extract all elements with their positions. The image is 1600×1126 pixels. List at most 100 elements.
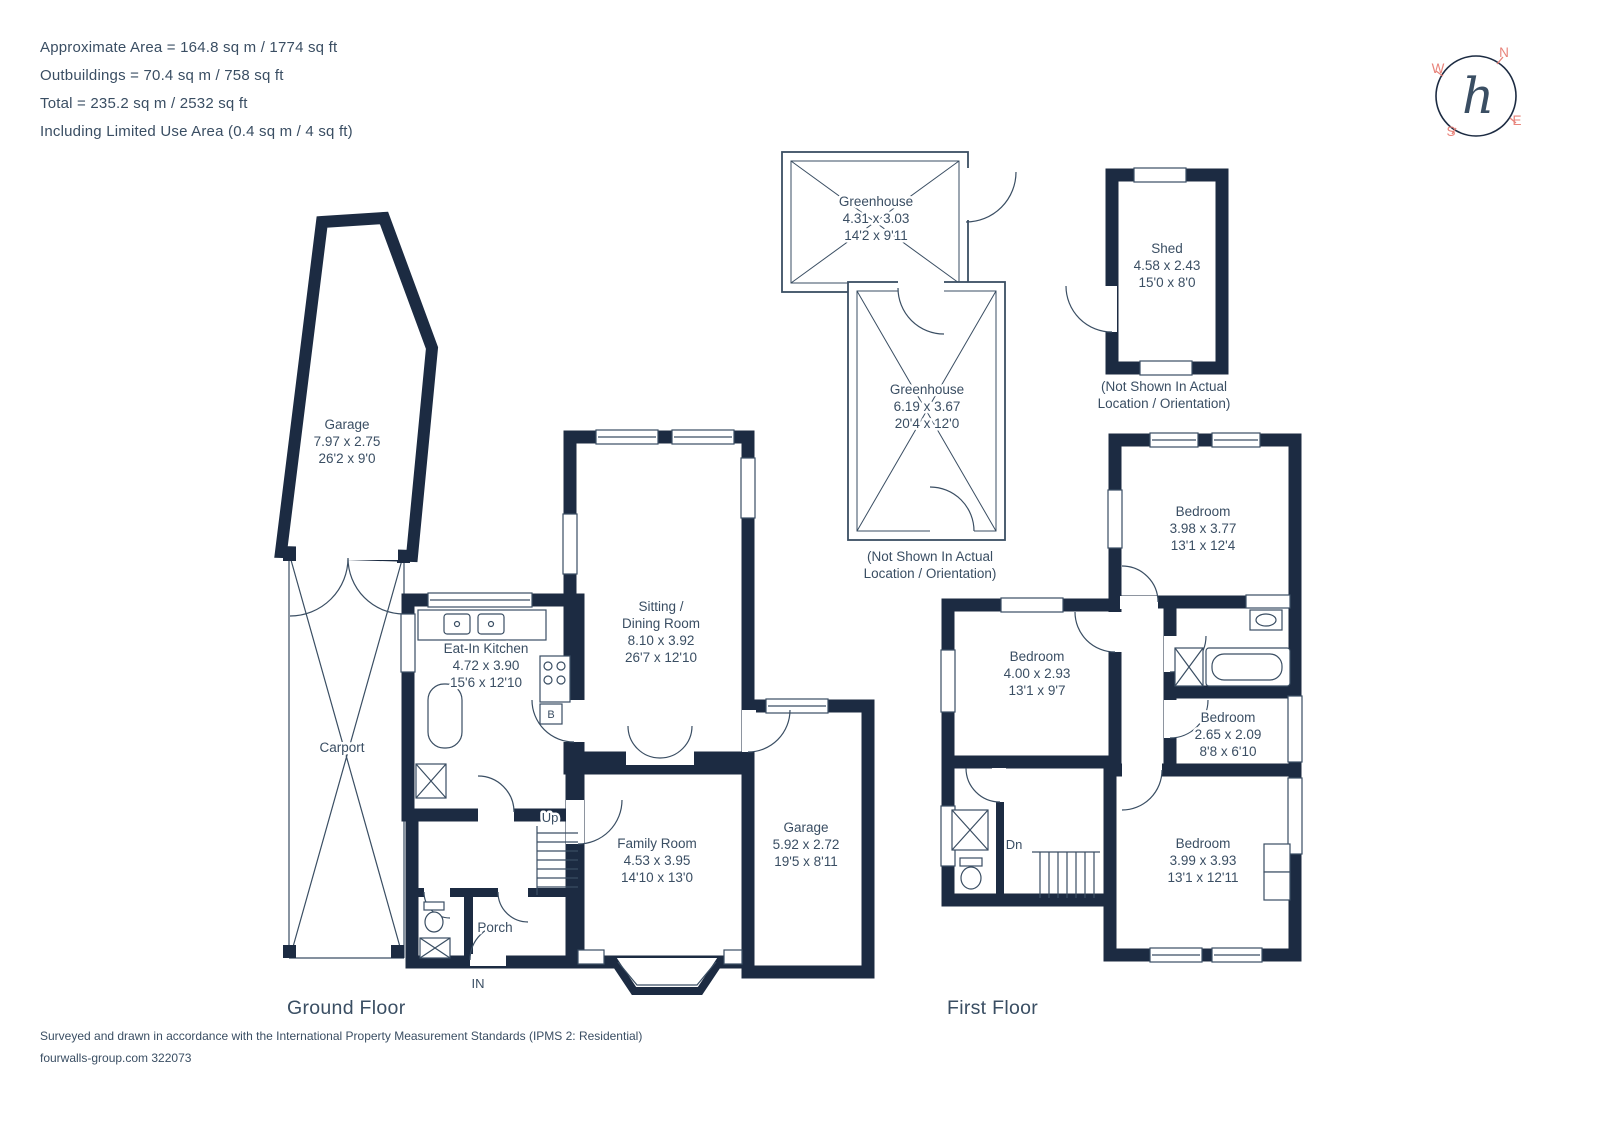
greenhouse-roof-lines: [790, 160, 960, 284]
room-name: Bedroom: [1201, 710, 1256, 725]
room-dim-imperial: 13'1 x 9'7: [1009, 683, 1066, 698]
shed-structure: [1065, 167, 1229, 376]
door-arc: [965, 767, 1001, 803]
door-opening: [898, 276, 944, 293]
window: [562, 513, 578, 575]
room-dim-imperial: 14'10 x 13'0: [621, 870, 693, 885]
burner-icon: [556, 675, 566, 685]
ground-floor-wc-and-stairs: [419, 826, 578, 959]
door-opening: [742, 710, 756, 752]
compass-circle-icon: [1435, 55, 1517, 137]
ground-floor-partitions: [412, 888, 578, 962]
shower-cross: [1174, 647, 1204, 687]
room-name: Bedroom: [1010, 649, 1065, 664]
room-name: Bedroom: [1176, 836, 1231, 851]
outbuildings-plan: Greenhouse 4.31 x 3.03 14'2 x 9'11 Green…: [781, 151, 1230, 582]
room-name: Carport: [319, 740, 364, 755]
toilet-cistern: [959, 857, 983, 867]
room-dim-imperial: 13'1 x 12'4: [1171, 538, 1236, 553]
room-name: Bedroom: [1176, 504, 1231, 519]
compass-east-label: E: [1512, 113, 1521, 128]
entrance-door-arc: [469, 923, 507, 961]
door-opening: [960, 168, 972, 220]
room-dim-metric: 3.98 x 3.77: [1170, 521, 1237, 536]
door-arc: [497, 891, 529, 923]
door-opening: [424, 886, 450, 899]
floor-captions: Ground Floor First Floor: [287, 997, 1038, 1019]
total-area-text: Total = 235.2 sq m / 2532 sq ft: [40, 95, 248, 112]
first-floor-fixtures: [951, 609, 1291, 901]
burner-icon: [543, 661, 553, 671]
door-opening: [566, 800, 584, 844]
sitting-room-walls: [563, 430, 755, 775]
burner-icon: [556, 661, 566, 671]
bathtub-inner: [1211, 653, 1283, 681]
not-shown-note: Location / Orientation): [864, 566, 997, 581]
hall-partition: [412, 888, 578, 897]
toilet: [960, 866, 982, 890]
toilet-cistern: [423, 901, 445, 911]
door-arc: [1074, 611, 1116, 653]
kitchen-fixtures: B: [415, 609, 571, 799]
window: [577, 949, 605, 965]
sink: [477, 613, 505, 635]
shower-cross: [419, 937, 451, 959]
window: [1287, 695, 1303, 763]
wc-partition: [464, 897, 473, 962]
ground-floor-windows: [400, 429, 829, 965]
sink: [443, 613, 471, 635]
garage-left-walls: [274, 211, 439, 563]
greenhouse-roof-lines: [856, 290, 997, 532]
entrance-label: IN: [472, 976, 485, 991]
door-opening: [498, 886, 528, 899]
staircase-down: [1032, 851, 1100, 898]
room-dim-metric: 4.72 x 3.90: [453, 658, 520, 673]
brand-logo-icon: h: [1462, 67, 1494, 125]
window: [740, 457, 756, 519]
room-dim-metric: 2.65 x 2.09: [1195, 727, 1262, 742]
toilet: [424, 911, 444, 933]
room-dim-imperial: 19'5 x 8'11: [774, 854, 837, 869]
approximate-area-text: Approximate Area = 164.8 sq m / 1774 sq …: [40, 39, 338, 56]
room-dim-imperial: 26'2 x 9'0: [319, 451, 376, 466]
carport-post: [391, 945, 404, 958]
room-dim-metric: 4.58 x 2.43: [1134, 258, 1201, 273]
carport-post: [283, 945, 296, 958]
room-dim-metric: 4.00 x 2.93: [1004, 666, 1071, 681]
compass: h N W S E: [1432, 45, 1522, 139]
window: [400, 613, 416, 673]
compass-north-label: N: [1499, 45, 1509, 60]
first-floor-windows: [940, 432, 1303, 963]
ground-floor-plan: B Garage 7.97 x 2.75 26'2 x 9'0 Carport …: [274, 211, 875, 995]
room-dim-metric: 5.92 x 2.72: [773, 837, 840, 852]
ground-floor-labels: Garage 7.97 x 2.75 26'2 x 9'0 Carport Ea…: [311, 415, 842, 994]
room-dim-imperial: 15'0 x 8'0: [1139, 275, 1196, 290]
shower-cross: [951, 809, 989, 851]
door-arc: [929, 486, 975, 532]
compass-south-label: S: [1446, 124, 1455, 139]
staircase-up: [536, 826, 578, 895]
window: [940, 649, 956, 713]
door-arc: [747, 709, 791, 753]
window: [1000, 597, 1064, 613]
door-opening: [1101, 286, 1117, 332]
room-name: Eat-In Kitchen: [444, 641, 529, 656]
room-name: Garage: [324, 417, 369, 432]
first-floor-labels: Bedroom 3.98 x 3.77 13'1 x 12'4 Bedroom …: [1001, 502, 1264, 888]
not-shown-note: (Not Shown In Actual: [1101, 379, 1227, 394]
room-dim-imperial: 13'1 x 12'11: [1168, 870, 1239, 885]
window: [1139, 360, 1193, 376]
room-dim-metric: 3.99 x 3.93: [1170, 853, 1237, 868]
boiler-label: B: [547, 709, 554, 721]
room-dim-metric: 4.31 x 3.03: [843, 211, 910, 226]
door-arc: [965, 171, 1017, 223]
pantry-cross: [415, 763, 447, 799]
room-dim-metric: 7.97 x 2.75: [314, 434, 381, 449]
outbuilding-labels: Greenhouse 4.31 x 3.03 14'2 x 9'11 Green…: [836, 192, 1230, 582]
stairs-down-label: Dn: [1006, 837, 1023, 852]
window: [1287, 777, 1303, 855]
door-opening: [1108, 612, 1122, 652]
first-floor-plan: Bedroom 3.98 x 3.77 13'1 x 12'4 Bedroom …: [940, 432, 1303, 963]
burner-icon: [543, 675, 553, 685]
room-dim-imperial: 20'4 x 12'0: [895, 416, 959, 431]
